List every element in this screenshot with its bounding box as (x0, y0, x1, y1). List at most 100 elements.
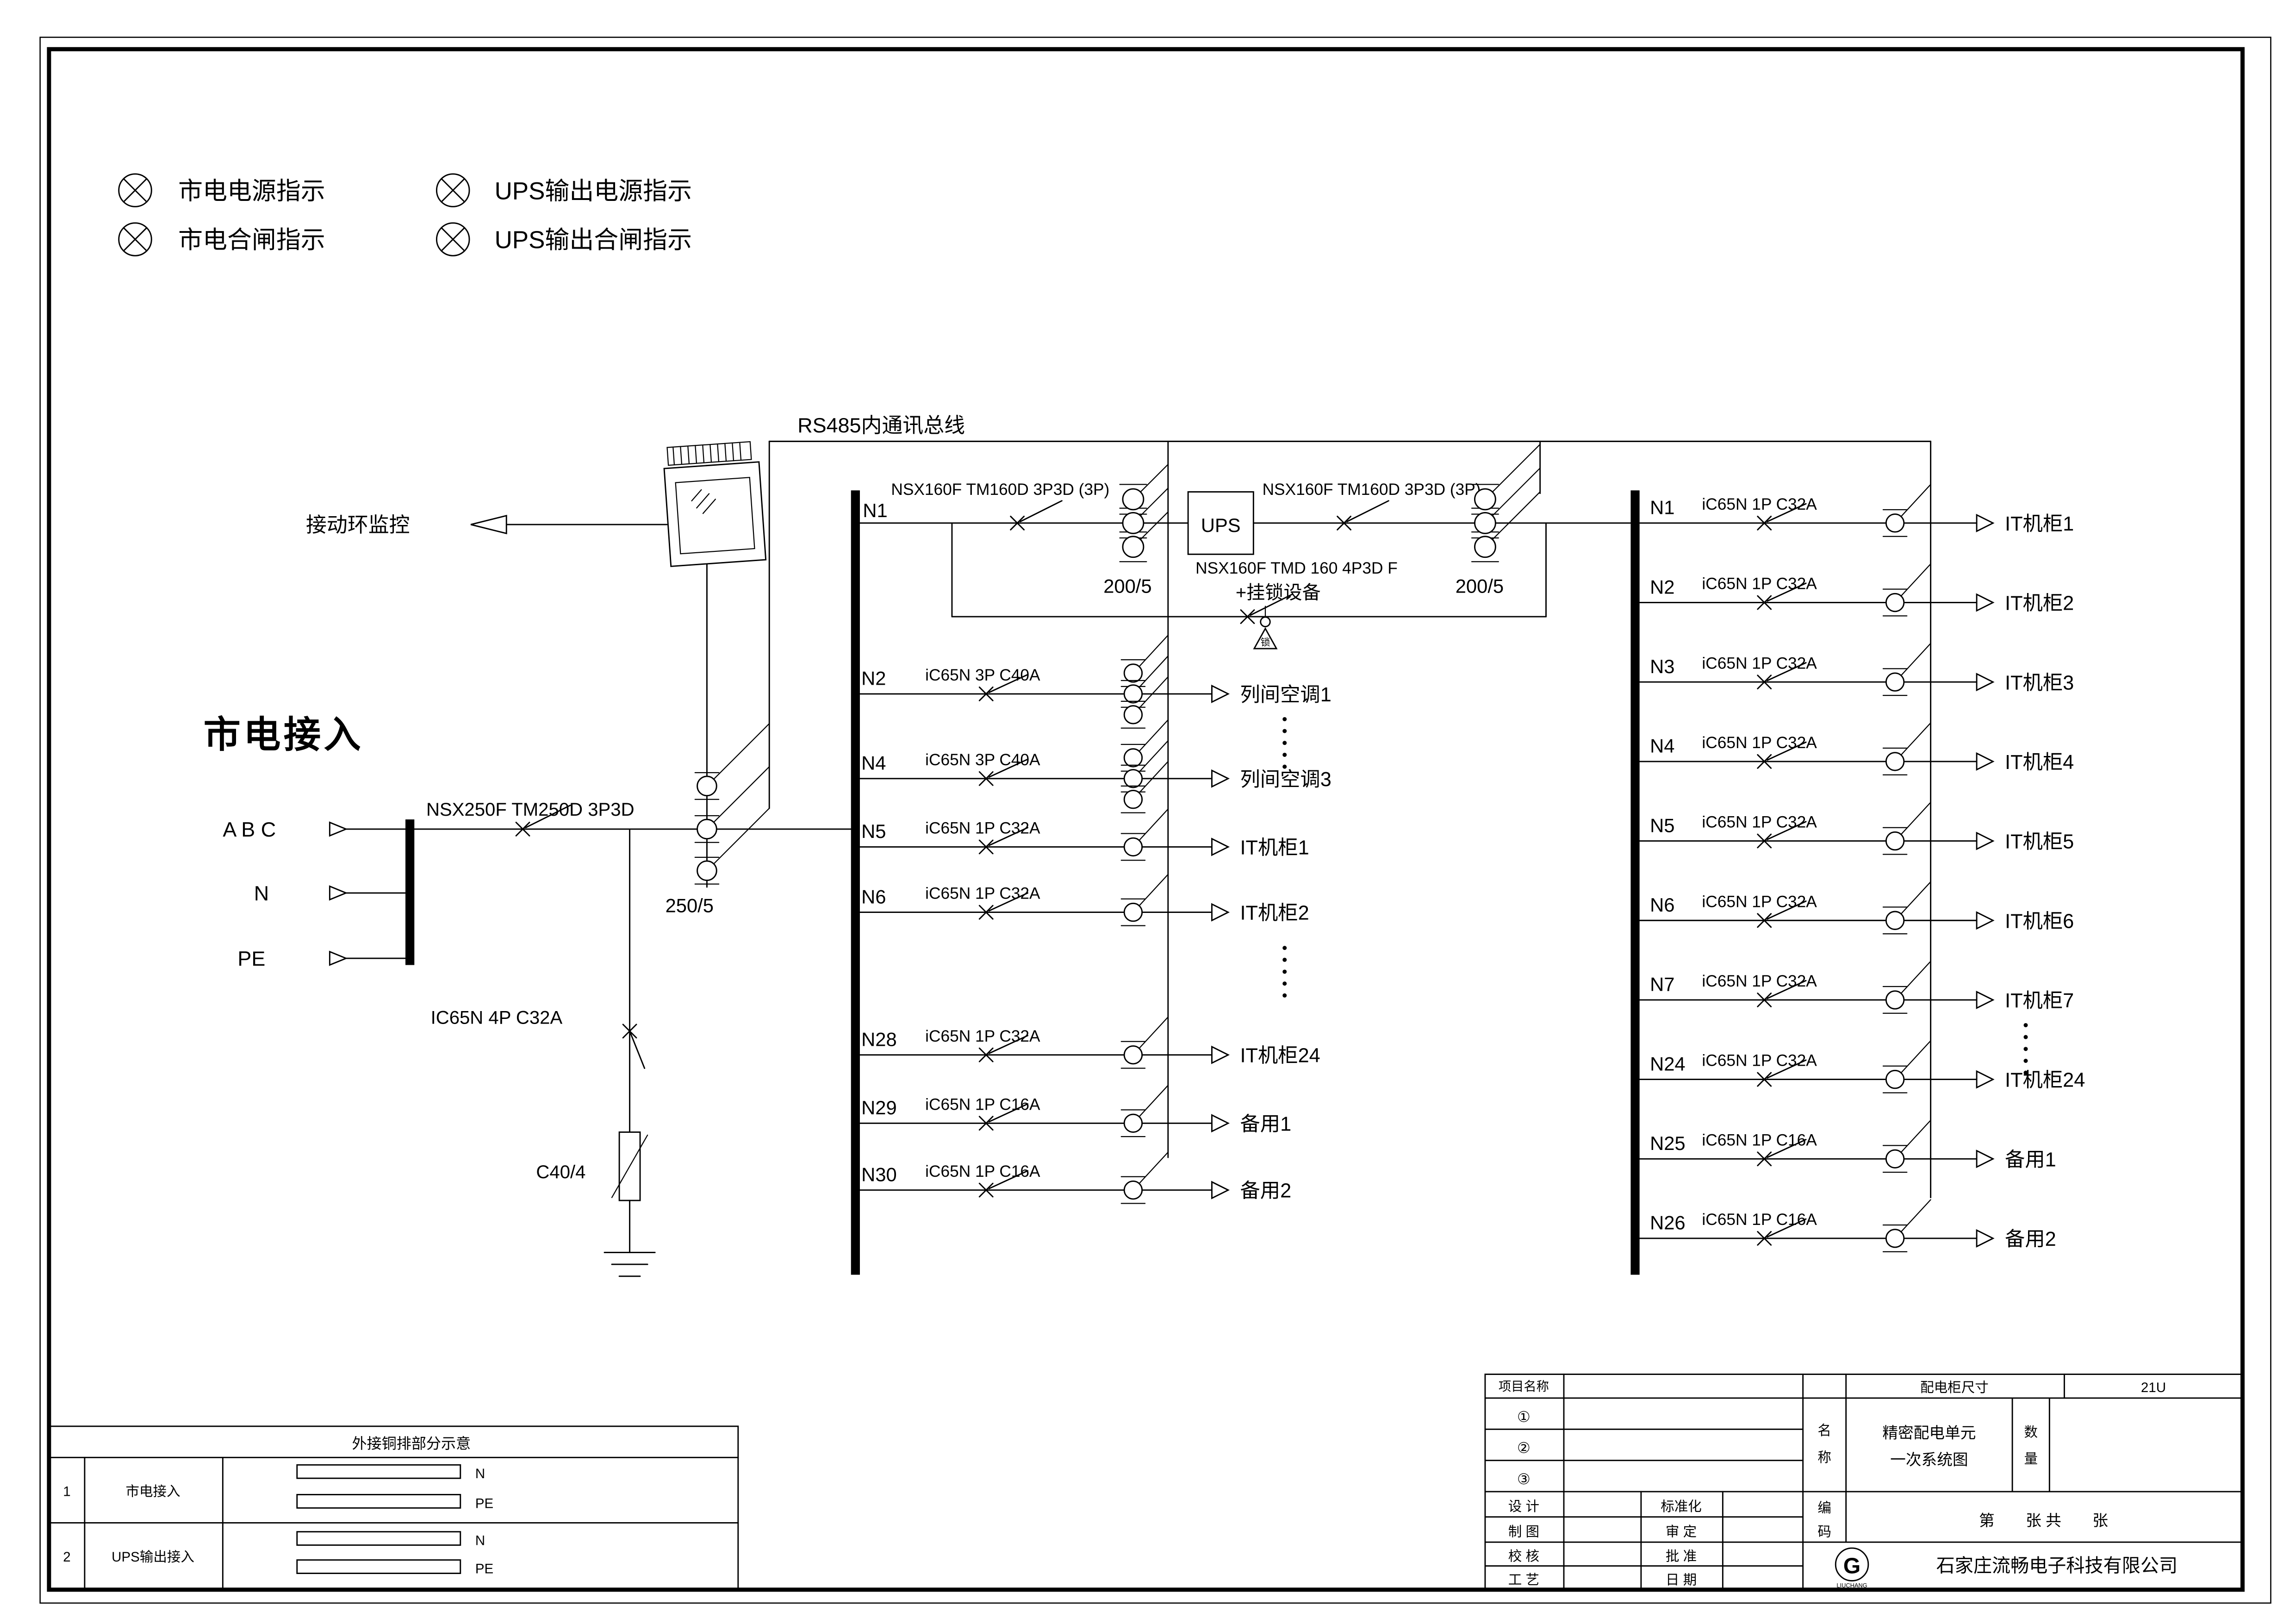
touchscreen-monitor: 接动环监控 (306, 441, 767, 567)
incoming-arrow (329, 950, 348, 966)
monitor-screen (675, 477, 755, 555)
lamp-icon (436, 222, 470, 256)
ellipsis-dots (1282, 717, 2028, 1075)
ups-box (1187, 491, 1254, 555)
legend-label: 市电电源指示 (178, 177, 325, 205)
breaker-label: iC65N 1P C32A (1702, 734, 1817, 752)
circuit-id: N4 (861, 752, 886, 774)
circuit-id: N25 (1650, 1132, 1686, 1154)
ground-icon (604, 1252, 656, 1277)
load-arrow (1976, 831, 1995, 850)
load-label: IT机柜1 (1240, 837, 1309, 859)
left-panel-busbar (851, 490, 860, 1275)
incoming-arrow (329, 821, 348, 837)
ct-group (1882, 881, 1931, 935)
standard-label: 标准化 (1661, 1499, 1702, 1514)
drawing-name-line1: 精密配电单元 (1882, 1424, 1976, 1442)
spd-breaker (622, 1024, 646, 1069)
load-label: IT机柜2 (2005, 593, 2074, 615)
copper-bar-icon (296, 1559, 461, 1574)
load-label: IT机柜24 (2005, 1069, 2085, 1092)
design-label: 设 计 (1508, 1499, 1539, 1514)
code-label-char: 码 (1817, 1524, 1831, 1539)
legend-label: UPS输出电源指示 (495, 177, 692, 205)
branch-breaker (978, 674, 1029, 701)
rev-1: ① (1517, 1408, 1531, 1425)
pe-label: PE (237, 947, 265, 970)
load-label: IT机柜1 (2005, 513, 2074, 535)
logo-text: LIUCHANG (1836, 1582, 1867, 1589)
copper-table-title: 外接铜排部分示意 (352, 1435, 471, 1452)
drawing-name-line2: 一次系统图 (1890, 1451, 1968, 1468)
cabinet-size-label: 配电柜尺寸 (1920, 1380, 1989, 1395)
lamp-legend: 市电电源指示 市电合闸指示 UPS输出电源指示 UPS输出合闸指示 (118, 173, 692, 256)
name-label-char: 称 (1817, 1450, 1831, 1465)
branch-breaker (1757, 503, 1807, 531)
load-arrow (1976, 673, 1995, 692)
circuit-id: N7 (1650, 974, 1674, 995)
bar-label: N (475, 1533, 485, 1549)
spd-branch: IC65N 4P C32A C40/4 (431, 828, 656, 1277)
circuit-row: N5 iC65N 1P C32A IT机柜1 (859, 808, 1309, 861)
breaker-label: iC65N 1P C16A (1702, 1131, 1817, 1149)
breaker-label: iC65N 1P C32A (1702, 893, 1817, 911)
ct-group (1882, 961, 1931, 1014)
load-label: IT机柜2 (1240, 902, 1309, 924)
comm-bus-label: RS485内通讯总线 (797, 413, 965, 437)
circuit-id: N6 (861, 886, 886, 907)
main-ct-group: 250/5 (666, 564, 770, 917)
load-label: IT机柜5 (2005, 831, 2074, 853)
load-label: IT机柜24 (1240, 1045, 1320, 1067)
comm-bus: RS485内通讯总线 (768, 413, 1932, 1199)
sheet-count-text: 第 张 共 张 (1979, 1512, 2108, 1530)
ups-output-ct-group: 200/5 (1456, 443, 1541, 597)
circuit-id: N5 (1650, 814, 1674, 836)
load-arrow (1976, 513, 1995, 532)
breaker-label: iC65N 1P C32A (1702, 972, 1817, 990)
ct-group (1120, 1016, 1169, 1069)
copper-bar-icon (296, 1531, 461, 1546)
copper-bar-table: 外接铜排部分示意 1 市电接入 N PE 2 UPS输出接入 N PE (48, 1425, 739, 1591)
circuit-id: N5 (861, 820, 886, 842)
circuit-id: N4 (1650, 735, 1674, 757)
ct-group (1120, 719, 1169, 813)
ups-output-breaker-label: NSX160F TM160D 3P3D (3P) (1263, 481, 1481, 499)
ct-group (1120, 1151, 1169, 1204)
project-name-label: 项目名称 (1499, 1379, 1549, 1393)
ct-group (1120, 1085, 1169, 1137)
monitor-vent-strip (666, 441, 752, 466)
ct-group (1882, 484, 1931, 537)
company-logo: G LIUCHANG (1835, 1547, 1869, 1589)
draft-label: 制 图 (1508, 1524, 1539, 1539)
neutral-label: N (254, 881, 269, 905)
row-name: 市电接入 (125, 1484, 180, 1499)
branch-breaker (978, 758, 1029, 786)
breaker-label: iC65N 1P C16A (925, 1162, 1040, 1181)
feeder-id: N1 (863, 500, 887, 521)
ct-group (1120, 635, 1169, 729)
phase-label: A B C (223, 818, 276, 841)
circuit-id: N26 (1650, 1212, 1686, 1234)
legend-label: UPS输出合闸指示 (495, 226, 692, 254)
load-label: IT机柜6 (2005, 910, 2074, 932)
circuit-id: N28 (861, 1028, 897, 1050)
ct-group (1882, 722, 1931, 775)
breaker-label: iC65N 1P C16A (1702, 1211, 1817, 1229)
monitor-link-arrow (470, 514, 507, 535)
lamp-icon (118, 222, 152, 256)
ct-group (1882, 643, 1931, 696)
branch-breaker (978, 892, 1029, 920)
load-arrow (1976, 1070, 1995, 1089)
load-label: 备用2 (2005, 1228, 2056, 1250)
ups-input-breaker-label: NSX160F TM160D 3P3D (3P) (891, 481, 1109, 499)
breaker-label: iC65N 1P C32A (925, 819, 1040, 837)
row-name: UPS输出接入 (112, 1549, 194, 1565)
circuit-id: N2 (861, 668, 886, 689)
date-label: 日 期 (1666, 1573, 1697, 1588)
